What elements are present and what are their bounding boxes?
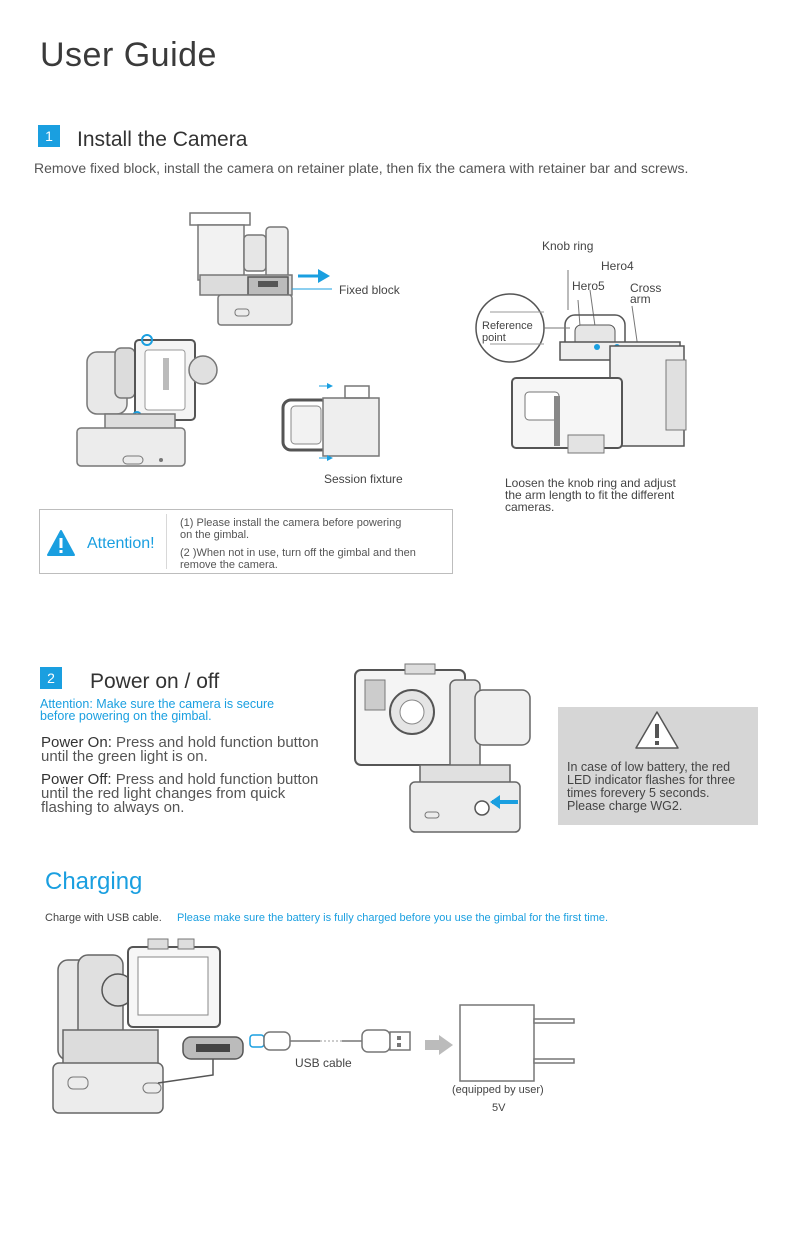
power-attention-line-2: before powering on the gimbal.	[40, 709, 212, 723]
section-title-power: Power on / off	[90, 670, 220, 693]
power-on-text-1: Press and hold function button	[111, 734, 319, 751]
cross-arm-label: Cross arm	[630, 281, 662, 306]
attention-divider	[166, 514, 167, 569]
charging-instruction: Charge with USB cable.	[45, 912, 162, 924]
reference-point-label: Reference point	[482, 320, 533, 344]
section-number-1: 1	[38, 125, 60, 147]
section-title-install: Install the Camera	[77, 128, 248, 151]
session-fixture-illustration	[281, 383, 380, 461]
attention-line-2: on the gimbal.	[180, 529, 250, 541]
fixed-block-label: Fixed block	[339, 283, 400, 297]
reference-point-label-line2: point	[482, 332, 506, 344]
attention-line-4: remove the camera.	[180, 559, 278, 571]
cross-arm-label-line2: arm	[630, 292, 651, 306]
warn-line-1: In case of low battery, the red	[567, 760, 731, 774]
gimbal-with-camera-illustration	[76, 334, 218, 467]
hero4-label: Hero4	[601, 259, 634, 273]
power-attention-line-1: Attention: Make sure the camera is secur…	[40, 697, 275, 711]
warn-line-3: times forevery 5 seconds.	[567, 786, 710, 800]
cross-arm-label-line1: Cross	[630, 281, 662, 295]
section-description-install: Remove fixed block, install the camera o…	[34, 160, 689, 176]
usb-cable-label: USB cable	[295, 1056, 352, 1070]
power-on-text-2: until the green light is on.	[41, 748, 208, 765]
warn-line-4: Please charge WG2.	[567, 799, 683, 813]
power-attention: Attention: Make sure the camera is secur…	[40, 697, 275, 723]
knob-ring-label: Knob ring	[542, 239, 594, 253]
charging-note: Please make sure the battery is fully ch…	[177, 912, 609, 924]
loosen-line-3: cameras.	[505, 500, 555, 514]
power-off-label: Power Off:	[41, 771, 112, 788]
knob-ring-illustration	[475, 270, 687, 454]
power-on-instruction: Power On: Press and hold function button…	[41, 734, 319, 765]
fixed-block-illustration	[189, 212, 332, 326]
power-off-text-3: flashing to always on.	[41, 799, 185, 816]
loosen-line-2: the arm length to fit the different	[505, 488, 675, 502]
session-fixture-label: Session fixture	[324, 472, 403, 486]
charging-gimbal-illustration	[52, 938, 244, 1114]
power-off-instruction: Power Off: Press and hold function butto…	[41, 771, 319, 816]
loosen-line-1: Loosen the knob ring and adjust	[505, 476, 676, 490]
attention-item-2: (2 )When not in use, turn off the gimbal…	[180, 547, 416, 571]
voltage-label: 5V	[492, 1102, 506, 1114]
loosen-instruction: Loosen the knob ring and adjust the arm …	[505, 477, 676, 513]
charging-title: Charging	[45, 868, 143, 895]
page-title: User Guide	[40, 36, 217, 74]
attention-box	[39, 509, 453, 574]
power-adapter-illustration	[459, 1004, 575, 1082]
hero5-label: Hero5	[572, 279, 605, 293]
low-battery-warning-text: In case of low battery, the red LED indi…	[567, 761, 735, 813]
power-button-illustration	[354, 663, 531, 833]
attention-line-3: (2 )When not in use, turn off the gimbal…	[180, 547, 416, 559]
reference-point-label-line1: Reference	[482, 320, 533, 332]
usb-cable-illustration	[249, 1029, 411, 1053]
warn-line-2: LED indicator flashes for three	[567, 773, 736, 787]
attention-item-1: (1) Please install the camera before pow…	[180, 517, 401, 541]
arrow-right-icon	[425, 1035, 453, 1055]
attention-line-1: (1) Please install the camera before pow…	[180, 517, 402, 529]
power-off-text-2: until the red light changes from quick	[41, 785, 286, 802]
warning-triangle-icon	[635, 711, 679, 749]
adapter-label: (equipped by user)	[452, 1084, 544, 1096]
warning-icon	[47, 530, 75, 556]
power-on-label: Power On:	[41, 734, 112, 751]
section-number-2: 2	[40, 667, 62, 689]
attention-label: Attention!	[87, 535, 155, 552]
power-off-text-1: Press and hold function button	[111, 771, 319, 788]
